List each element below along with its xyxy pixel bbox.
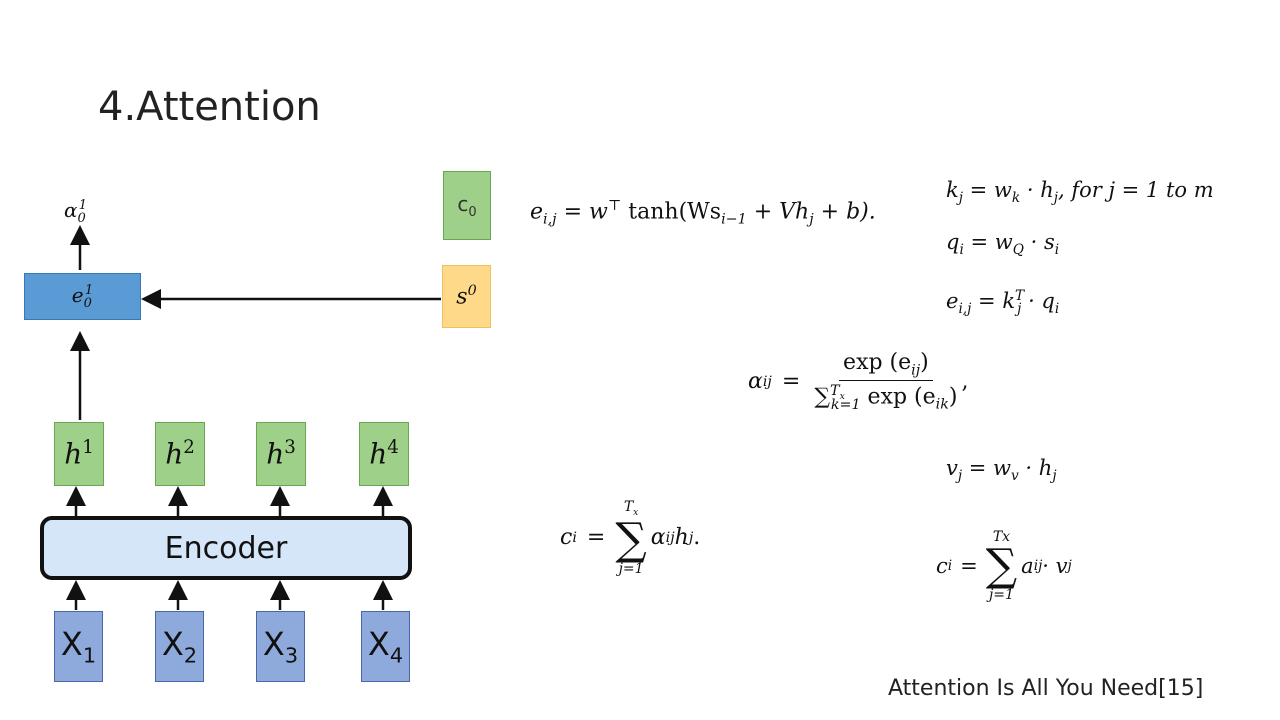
input-x2: X2 [155,611,204,682]
hidden-state-h4: h4 [359,422,409,486]
formula-value: vj = wv · hj [946,456,1057,485]
encoder-label: Encoder [164,530,288,566]
encoder-block: Encoder [40,516,412,580]
input-x4: X4 [361,611,410,682]
formula-additive-score: ei,j = w⊤ tanh(Wsi−1 + Vhj + b). [530,198,876,228]
slide-title: 4.Attention [98,84,321,130]
alpha-label: α01 [64,198,88,226]
hidden-state-h1: h1 [54,422,104,486]
c-context-box: c0 [443,171,491,240]
formula-key: kj = wk · hj, for j = 1 to m [946,178,1214,207]
formula-query: qi = wQ · si [946,230,1060,259]
citation: Attention Is All You Need[15] [888,676,1204,701]
s-state-box: s0 [442,265,491,328]
e-score-box: e01 [24,273,141,320]
formula-dot-score: ei,j = kTj · qi [946,288,1060,318]
input-x1: X1 [54,611,103,682]
hidden-state-h2: h2 [155,422,205,486]
input-x3: X3 [256,611,305,682]
hidden-state-h3: h3 [256,422,306,486]
